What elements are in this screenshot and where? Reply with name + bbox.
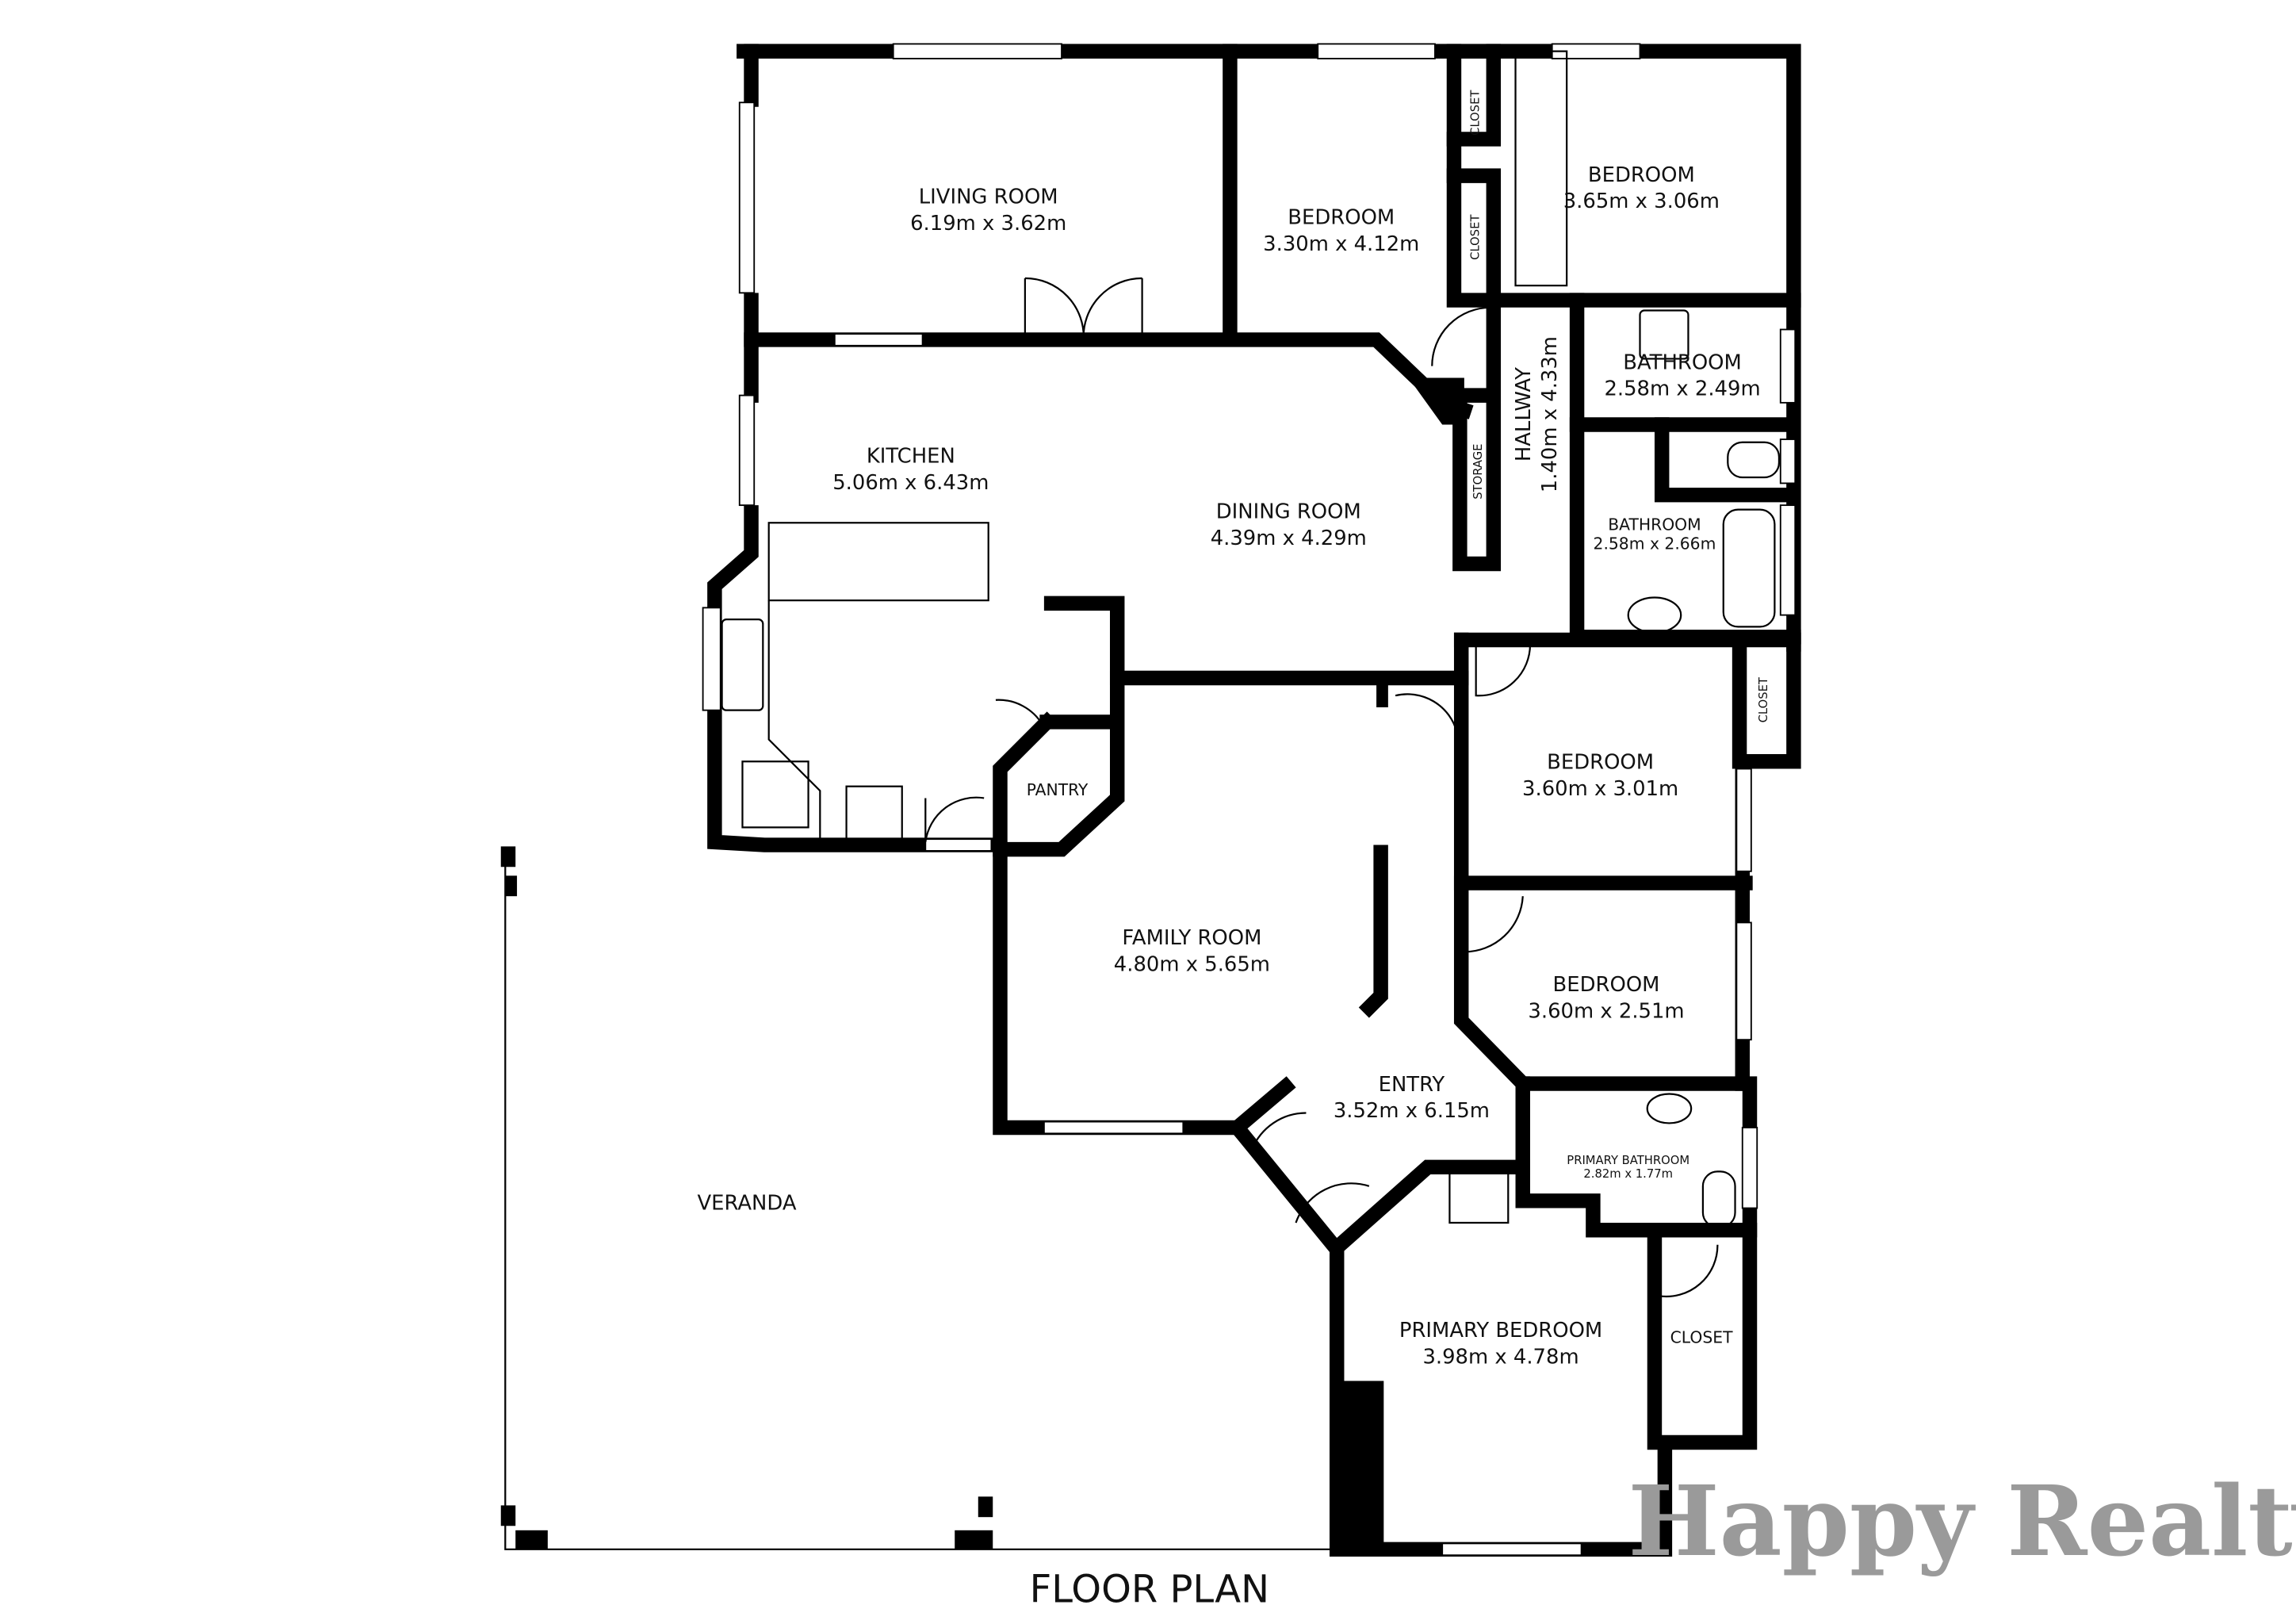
room-name: BATHROOM xyxy=(1623,350,1742,374)
room-labels: LIVING ROOM 6.19m x 3.62m BEDROOM 3.30m … xyxy=(697,90,1770,1369)
room-name: PRIMARY BATHROOM xyxy=(1567,1154,1689,1167)
pantry-label: PANTRY xyxy=(1027,780,1089,799)
closet-label: CLOSET xyxy=(1468,90,1482,136)
room-size: 3.52m x 6.15m xyxy=(1334,1099,1490,1123)
room-name: BATHROOM xyxy=(1608,515,1701,534)
fixtures xyxy=(721,50,1781,1298)
room-size: 4.80m x 5.65m xyxy=(1114,952,1270,976)
room-name: BEDROOM xyxy=(1547,751,1654,775)
plan-title: FLOOR PLAN xyxy=(1030,1567,1269,1611)
veranda-outline xyxy=(500,846,1337,1550)
watermark-logo: Happy Realty xyxy=(1628,1465,2296,1578)
closet-label: CLOSET xyxy=(1757,676,1770,722)
closet-label: CLOSET xyxy=(1468,214,1482,260)
room-size: 3.60m x 3.01m xyxy=(1522,777,1678,801)
room-size: 2.58m x 2.66m xyxy=(1594,534,1716,553)
veranda-label: VERANDA xyxy=(697,1191,796,1215)
room-size: 3.65m x 3.06m xyxy=(1563,190,1720,213)
room-name: KITCHEN xyxy=(867,445,955,469)
room-size: 2.82m x 1.77m xyxy=(1583,1167,1673,1181)
room-name: BEDROOM xyxy=(1588,163,1695,187)
closet-label: CLOSET xyxy=(1670,1327,1733,1346)
room-name: DINING ROOM xyxy=(1216,500,1361,524)
storage-label: STORAGE xyxy=(1471,443,1485,499)
room-name: FAMILY ROOM xyxy=(1122,926,1261,950)
room-name: ENTRY xyxy=(1379,1073,1445,1097)
room-size: 5.06m x 6.43m xyxy=(832,471,989,495)
room-size: 3.98m x 4.78m xyxy=(1422,1345,1578,1369)
room-name: BEDROOM xyxy=(1553,973,1660,997)
room-name: BEDROOM xyxy=(1288,206,1395,230)
walls xyxy=(707,44,1801,1557)
room-name: LIVING ROOM xyxy=(919,186,1058,209)
room-size: 1.40m x 4.33m xyxy=(1538,336,1562,492)
room-name: HALLWAY xyxy=(1512,367,1536,462)
room-size: 4.39m x 4.29m xyxy=(1211,527,1367,550)
room-size: 2.58m x 2.49m xyxy=(1604,377,1760,401)
room-size: 3.60m x 2.51m xyxy=(1528,999,1684,1023)
room-size: 6.19m x 3.62m xyxy=(910,212,1066,236)
room-size: 3.30m x 4.12m xyxy=(1263,232,1419,256)
room-name: PRIMARY BEDROOM xyxy=(1399,1319,1602,1342)
windows xyxy=(702,43,1797,1557)
